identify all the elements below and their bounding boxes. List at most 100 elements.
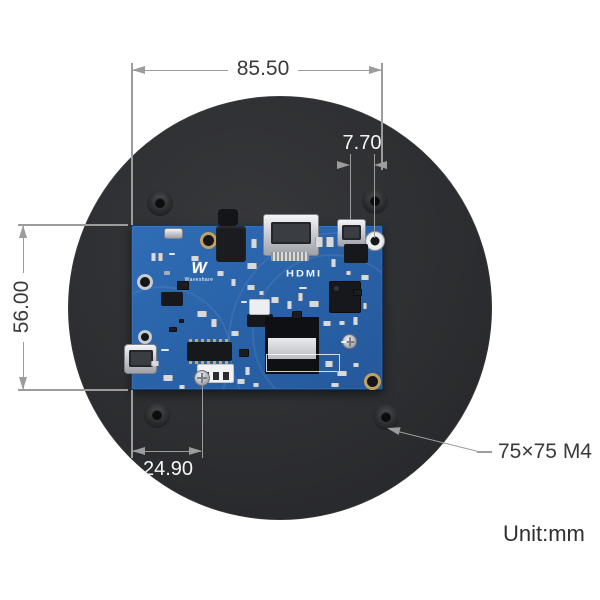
passive-component [211,319,217,327]
passive-component [309,301,319,307]
passive-component [169,327,177,332]
passive-component [191,256,199,261]
chip-pin1-dot [334,286,339,291]
passive-component [177,281,189,290]
dim-label-board-width: 85.50 [236,57,290,80]
plated-hole-left-lower [138,330,152,344]
ext-line-offset-left [349,154,351,220]
passive-component [217,271,224,276]
passive-component [197,311,207,317]
passive-component [292,311,302,319]
mount-hole-opening [381,412,391,422]
ext-line-offset-right [373,154,375,238]
passive-component [315,237,323,247]
passive-component [353,289,362,296]
passive-component [151,361,159,366]
mount-hole-bottom-left [144,402,170,428]
passive-component [239,349,249,357]
ext-line-height-bottom [18,389,128,391]
jst-pin-slots [203,372,229,380]
dim-label-board-height: 56.00 [10,280,33,334]
silkscreen-outline-box [266,354,340,372]
audio-jack-body [216,226,246,262]
tactile-button [164,228,183,239]
plated-hole-jack [200,232,217,249]
small-ic-left [161,292,183,306]
dim-line-width-b [298,69,382,71]
screw-washer-top-right [365,231,385,251]
passive-component [353,317,358,325]
ext-line-hole-right [201,384,203,458]
arrowhead-height-top [19,225,27,238]
passive-component [353,363,359,367]
plated-hole-bottom-right [364,373,381,390]
waveshare-logo: W Waveshare [182,260,216,284]
hdmi-connector-slot [271,222,311,244]
arrowhead-offset-right [374,161,387,169]
passive-component [169,253,175,255]
ext-line-width-right [381,63,383,170]
small-ic-top-right [344,244,368,263]
passive-component [253,383,259,387]
passive-component [361,275,369,280]
hdmi-silkscreen-label: HDMI [286,268,323,280]
mount-hole-top-right [362,188,388,214]
passive-component [158,253,163,261]
passive-component [245,367,250,375]
arrowhead-hole-right [189,447,202,455]
passive-component [179,319,184,323]
mount-hole-opening [152,410,162,420]
ext-line-hole-left [131,390,133,458]
passive-component [341,341,347,343]
passive-component [331,383,339,387]
passive-component [247,285,255,290]
waveshare-logo-mark: W [191,260,207,277]
passive-component [179,385,185,389]
passive-component [241,301,247,303]
passive-component [346,271,351,275]
soic-chip [187,339,232,364]
waveshare-logo-text: Waveshare [184,277,214,283]
passive-component [231,331,239,336]
audio-jack-barrel [218,209,238,226]
passive-component [326,237,334,247]
passive-component [271,297,279,303]
passive-component [287,301,292,309]
switch-cap [249,299,270,315]
mini-hdmi-slot [342,225,361,240]
arrowhead-height-bottom [19,377,27,390]
passive-component [325,361,333,367]
passive-component [337,371,347,376]
passive-component [161,349,169,351]
unit-label: Unit:mm [503,521,585,546]
arrowhead-width-right [369,66,382,74]
arrowhead-width-left [132,66,145,74]
driver-board-pcb: W Waveshare HDMI [124,209,385,390]
passive-component [163,375,173,381]
passive-component [331,259,336,267]
dim-line-hole-offset [133,450,201,452]
ext-line-width-left [131,63,133,225]
passive-component [363,303,367,309]
mount-pattern-label: 75×75 M4 [498,440,592,463]
dim-line-height-b [22,342,24,389]
micro-usb-slot [129,350,153,367]
ext-line-height-top [18,224,128,226]
plated-hole-left-upper [137,274,153,290]
passive-component [247,263,257,269]
ribbon-stiffener [268,338,316,359]
arrowhead-offset-left [337,161,350,169]
dim-label-hole-offset: 24.90 [142,458,194,480]
passive-component [259,291,264,295]
passive-component [237,379,245,384]
passive-component [298,293,303,301]
mount-hole-bottom-right [373,404,399,430]
passive-component [339,321,345,325]
dim-label-connector-offset: 7.70 [342,132,382,154]
passive-component [299,287,307,289]
mount-hole-top-left [147,190,173,216]
passive-component [323,321,331,326]
dim-line-width-a [132,69,228,71]
mount-hole-opening [370,196,380,206]
